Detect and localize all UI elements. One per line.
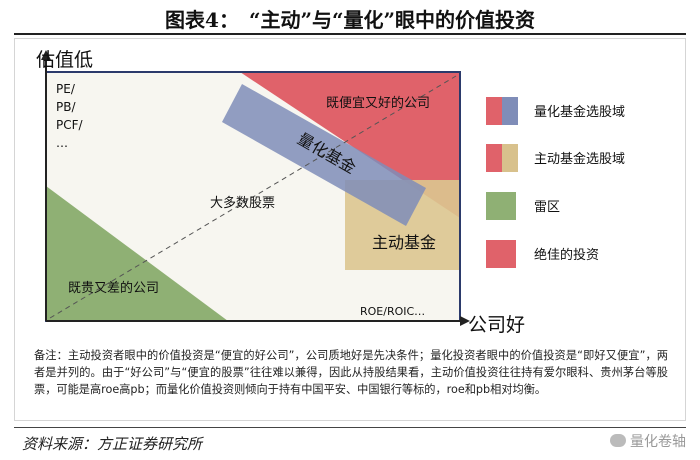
watermark: 量化卷轴 (610, 431, 686, 451)
y-axis-label: 估值低 (36, 49, 93, 71)
legend-swatch-excellent (486, 240, 516, 268)
legend-swatch-active-b (502, 144, 518, 172)
legend-swatch-quant-a (486, 97, 502, 125)
legend-swatch-quant-b (502, 97, 518, 125)
diagonal-dashed-line (49, 75, 457, 319)
legend-label-excellent: 绝佳的投资 (534, 247, 599, 263)
majority-label: 大多数股票 (210, 195, 275, 211)
source-text: 资料来源：方正证券研究所 (22, 435, 203, 453)
title-divider (14, 33, 686, 35)
y-metric-pb: PB/ (56, 100, 76, 114)
value-investing-diagram: 估值低 公司好 PE/ PB/ PCF/ … ROE/ROIC… 既便宜又好的公… (36, 49, 625, 336)
x-axis-arrow-icon (460, 316, 470, 326)
bad-expensive-region (46, 186, 228, 321)
legend-swatch-active-a (486, 144, 502, 172)
y-metric-ellipsis: … (56, 136, 68, 150)
wechat-icon (610, 434, 626, 447)
good-cheap-label: 既便宜又好的公司 (326, 95, 430, 111)
y-axis-arrow-icon (41, 50, 51, 60)
figure-frame (14, 38, 686, 421)
figure-title: 图表4： “主动”与“量化”眼中的价值投资 (165, 8, 535, 32)
legend-label-active: 主动基金选股域 (534, 151, 625, 167)
x-axis-label: 公司好 (468, 314, 525, 336)
legend: 量化基金选股域 主动基金选股域 雷区 绝佳的投资 (486, 97, 625, 268)
watermark-text: 量化卷轴 (630, 434, 686, 450)
y-metric-pe: PE/ (56, 82, 76, 96)
x-metrics-label: ROE/ROIC… (360, 305, 425, 318)
y-metric-pcf: PCF/ (56, 118, 84, 132)
active-fund-label: 主动基金 (372, 233, 436, 252)
legend-label-minefield: 雷区 (534, 200, 560, 215)
legend-swatch-minefield (486, 192, 516, 220)
figure-note: 备注：主动投资者眼中的价值投资是“便宜的好公司”，公司质地好是先决条件；量化投资… (34, 349, 668, 396)
legend-label-quant: 量化基金选股域 (534, 104, 625, 120)
bad-expensive-label: 既贵又差的公司 (68, 280, 159, 296)
source-divider (14, 427, 686, 428)
